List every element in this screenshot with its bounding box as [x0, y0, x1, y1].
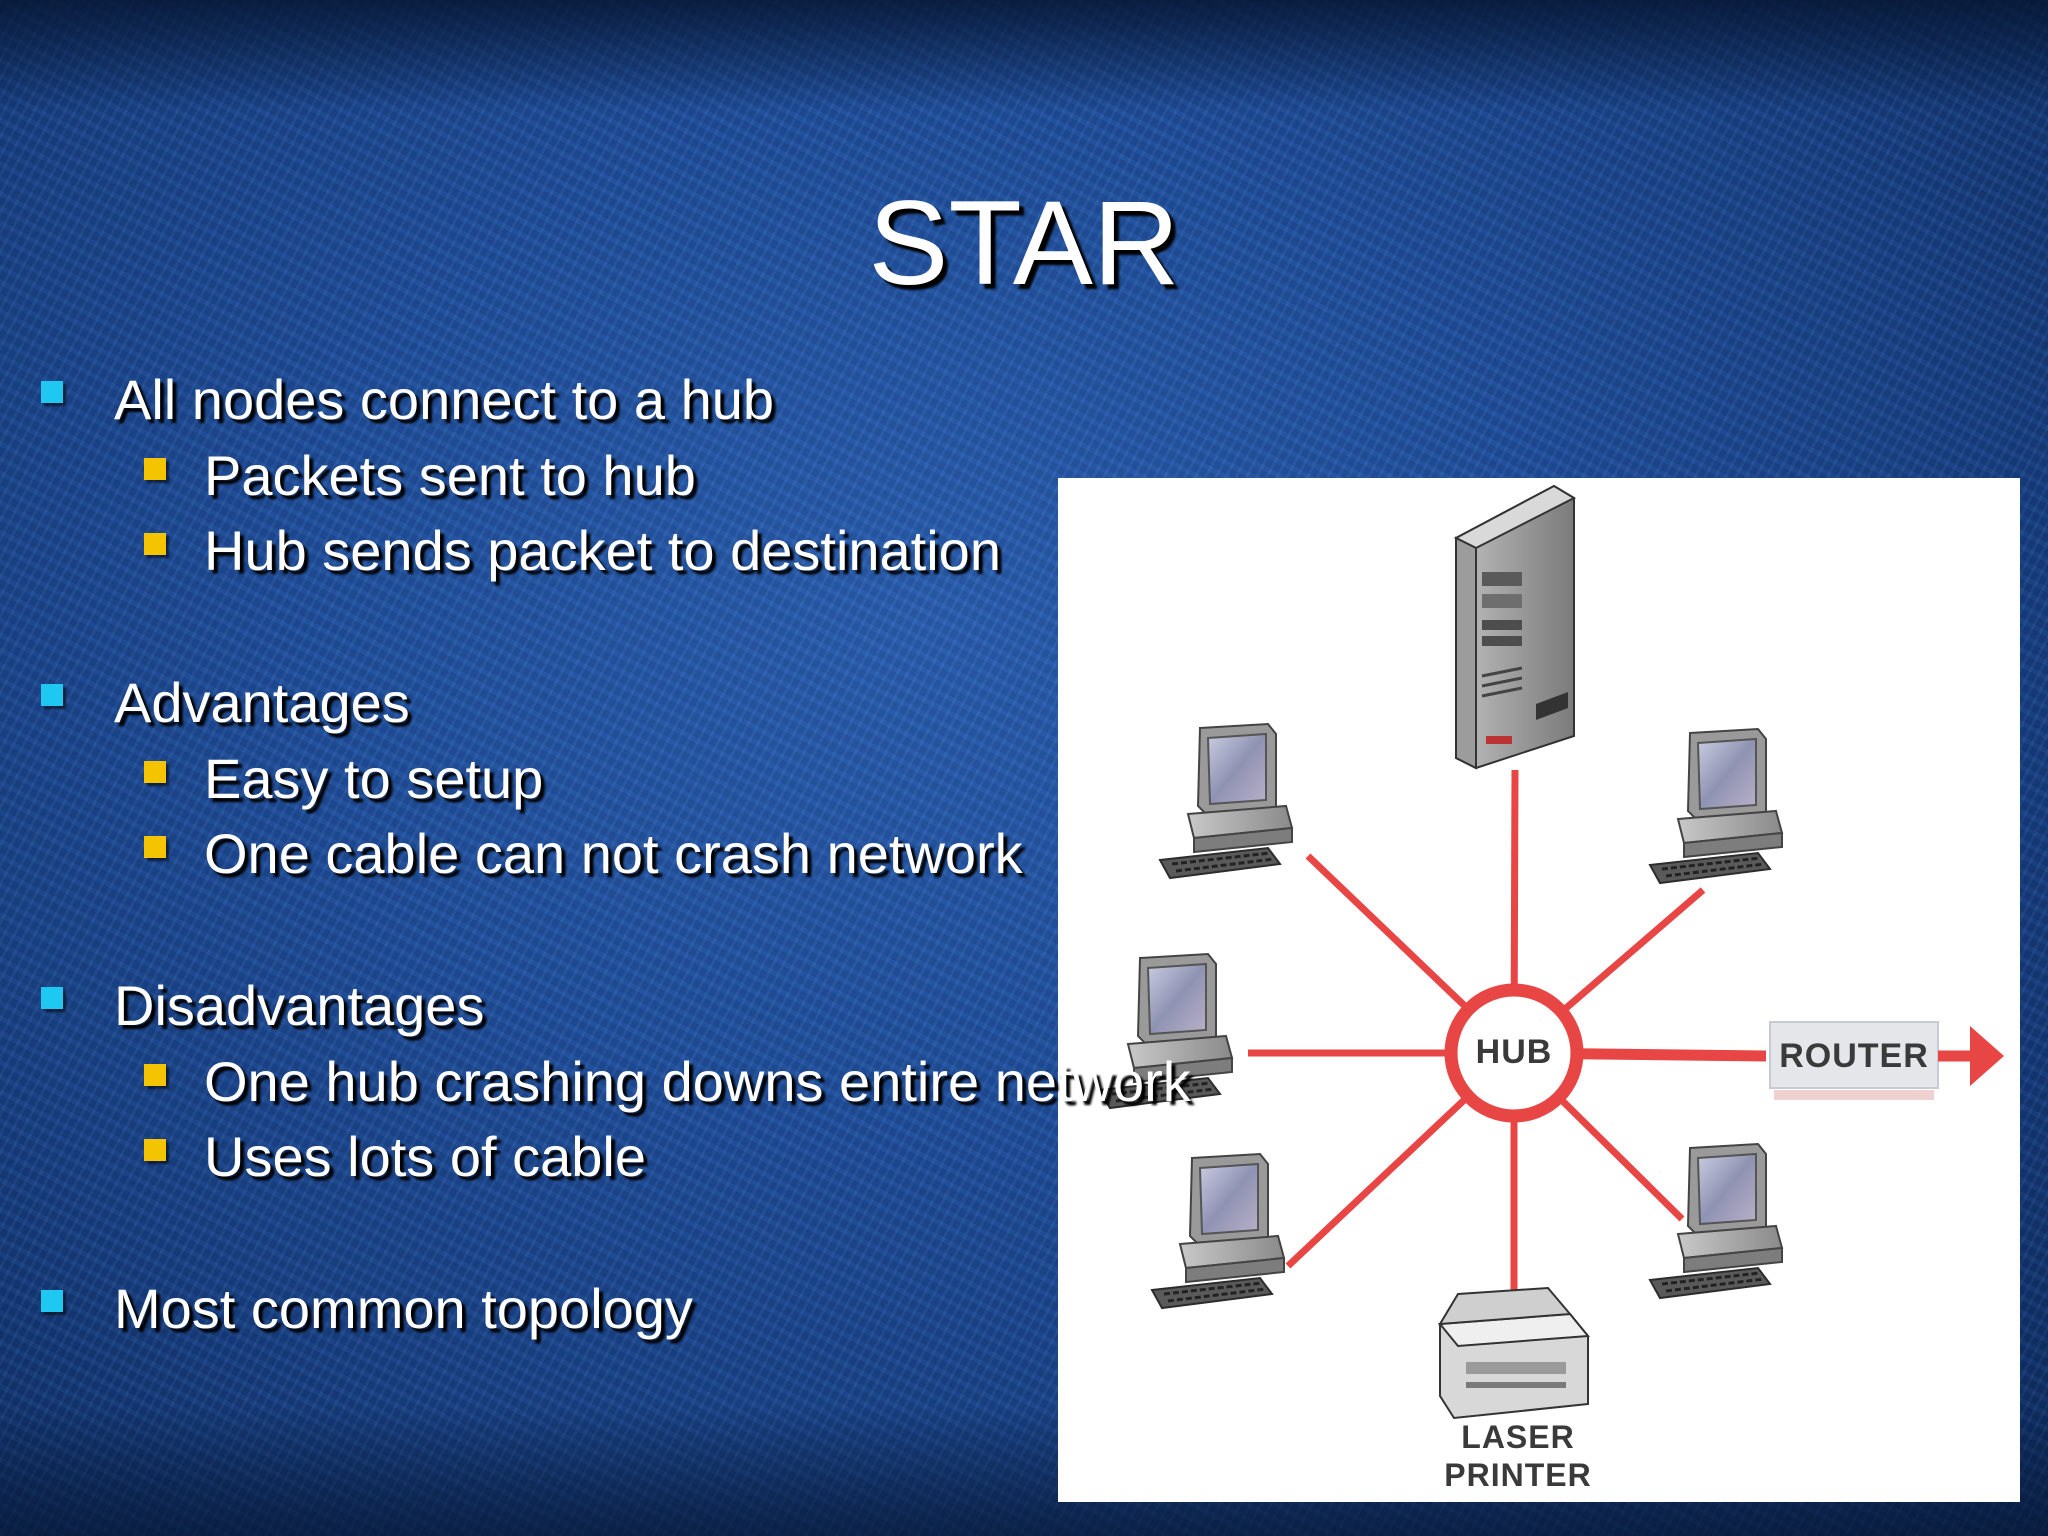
workstation-icon: [1150, 1152, 1286, 1310]
sub-bullet-item: Easy to setup: [204, 747, 544, 810]
router-label: ROUTER: [1779, 1037, 1929, 1075]
bullet-marker-level1: [41, 987, 63, 1009]
bullet-marker-level2: [144, 1139, 166, 1161]
router-arrow-icon: [1769, 1021, 2004, 1100]
star-topology-diagram: HUB ROUTER LASER PRINTER: [1058, 478, 2020, 1502]
bullet-item: All nodes connect to a hub: [114, 368, 775, 431]
server-icon: [1453, 484, 1577, 770]
hub-node: [1444, 983, 1584, 1123]
laser-printer-icon: [1438, 1286, 1590, 1420]
bullet-marker-level1: [41, 684, 63, 706]
sub-bullet-item: One hub crashing downs entire network: [204, 1050, 1191, 1113]
sub-bullet-item: Uses lots of cable: [204, 1125, 646, 1188]
sub-bullet-item: Packets sent to hub: [204, 444, 696, 507]
workstation-icon: [1648, 727, 1784, 885]
workstation-icon: [1158, 722, 1294, 880]
bullet-item: Advantages: [114, 671, 410, 734]
printer-label-line1: LASER: [1461, 1419, 1575, 1455]
workstation-icon: [1648, 1142, 1784, 1300]
bullet-item: Most common topology: [114, 1277, 693, 1340]
bullet-marker-level1: [41, 1290, 63, 1312]
hub-label: HUB: [1475, 1033, 1553, 1071]
bullet-marker-level1: [41, 381, 63, 403]
sub-bullet-item: One cable can not crash network: [204, 822, 1023, 885]
diagram-drawing: [1098, 484, 2004, 1420]
bullet-marker-level2: [144, 836, 166, 858]
bullet-marker-level2: [144, 1064, 166, 1086]
bullet-marker-level2: [144, 761, 166, 783]
bullet-marker-level2: [144, 458, 166, 480]
sub-bullet-item: Hub sends packet to destination: [204, 519, 1001, 582]
bullet-marker-level2: [144, 533, 166, 555]
printer-label-line2: PRINTER: [1444, 1457, 1592, 1493]
slide-title: STAR: [868, 176, 1180, 310]
bullet-item: Disadvantages: [114, 974, 485, 1037]
